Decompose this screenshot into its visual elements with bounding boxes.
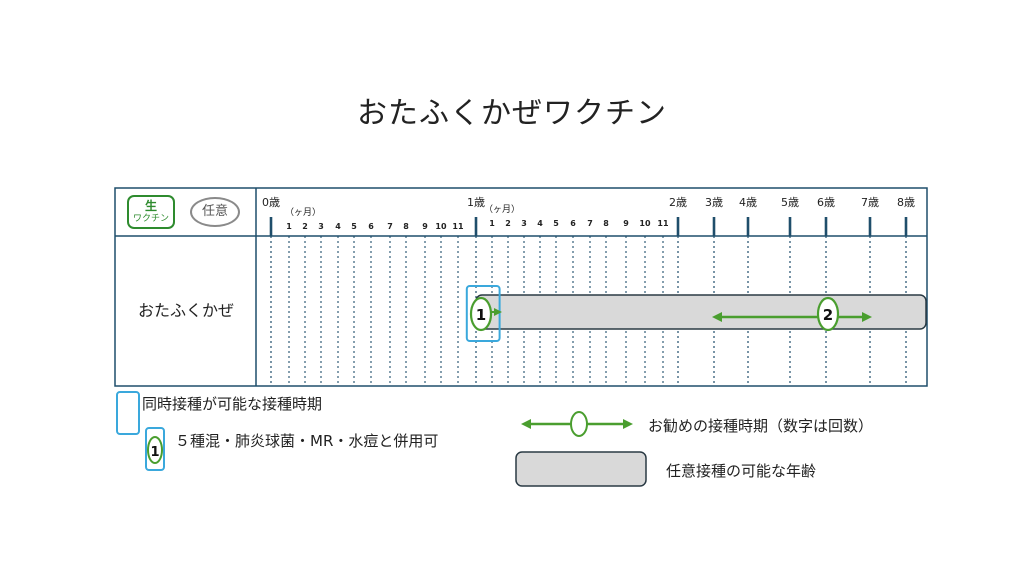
- row-label: おたふくかぜ: [138, 301, 234, 320]
- dose-marker: [816, 296, 840, 332]
- legend-simultaneous-swatch: [116, 391, 140, 435]
- recommended-arrow-head-left: [712, 312, 722, 322]
- optional-vaccine-badge: 任意: [190, 197, 240, 227]
- month-tick-label: 7: [587, 219, 593, 228]
- legend-optional-range-swatch: [515, 451, 647, 487]
- month-tick-label: 2: [302, 222, 308, 231]
- month-tick-label: 4: [537, 219, 543, 228]
- month-tick-label: 4: [335, 222, 341, 231]
- month-tick-label: 6: [368, 222, 374, 231]
- month-tick-label: 5: [351, 222, 357, 231]
- month-tick-label: 6: [570, 219, 576, 228]
- month-tick-label: 10: [639, 219, 651, 228]
- table-frame: [114, 187, 928, 387]
- month-tick-label: 3: [318, 222, 324, 231]
- month-tick-label: 9: [623, 219, 629, 228]
- legend-recommended-arrow-head-right: [623, 419, 633, 429]
- month-tick-label: 11: [452, 222, 464, 231]
- dose-label: 1: [476, 306, 486, 324]
- legend-recommended-text: お勧めの接種時期（数字は回数）: [648, 417, 874, 435]
- age-tick-label: 8歳: [897, 196, 915, 209]
- legend-simultaneous-text: 同時接種が可能な接種時期: [142, 395, 323, 413]
- live-badge-main: 生: [144, 199, 157, 213]
- month-tick-label: 8: [403, 222, 409, 231]
- age-tick-label: 4歳: [739, 196, 757, 209]
- month-tick-label: 8: [603, 219, 609, 228]
- month-unit-label: （ヶ月）: [285, 207, 321, 218]
- legend-combo-box: [145, 427, 165, 471]
- dose-marker: [469, 296, 493, 332]
- age-tick-label: 6歳: [817, 196, 835, 209]
- month-tick-label: 9: [422, 222, 428, 231]
- month-tick-label: 2: [505, 219, 511, 228]
- live-badge-sub: ワクチン: [132, 214, 169, 224]
- age-tick-label: 0歳: [262, 196, 280, 209]
- legend-recommended-arrow-head-left: [521, 419, 531, 429]
- age-tick-label: 2歳: [669, 196, 687, 209]
- optional-range-bar: [475, 294, 927, 330]
- age-tick-label: 3歳: [705, 196, 723, 209]
- live-vaccine-badge: 生 ワクチン: [127, 195, 175, 229]
- month-tick-label: 5: [553, 219, 559, 228]
- legend-optional-range-text: 任意接種の可能な年齢: [666, 462, 817, 480]
- month-tick-label: 1: [286, 222, 292, 231]
- dose1-arrow-head: [494, 308, 502, 316]
- age-tick-label: 1歳: [467, 196, 485, 209]
- page-title: おたふくかぜワクチン: [357, 96, 667, 131]
- month-tick-label: 1: [489, 219, 495, 228]
- legend-recommended-ellipse: [570, 411, 588, 437]
- simultaneous-box: [465, 285, 501, 342]
- recommended-arrow-head-right: [862, 312, 872, 322]
- month-tick-label: 3: [521, 219, 527, 228]
- dose-label: 2: [823, 306, 833, 324]
- month-tick-label: 10: [435, 222, 447, 231]
- legend-combo-marker: 1: [150, 445, 159, 460]
- month-tick-label: 11: [657, 219, 669, 228]
- age-tick-label: 5歳: [781, 196, 799, 209]
- legend-marks: 1: [116, 391, 647, 487]
- month-unit-label: （ヶ月）: [484, 204, 520, 215]
- frame-border: [114, 187, 928, 387]
- month-tick-label: 7: [387, 222, 393, 231]
- age-tick-label: 7歳: [861, 196, 879, 209]
- legend-combo-text: ５種混・肺炎球菌・MR・水痘と併用可: [175, 432, 439, 450]
- legend-combo-ellipse: [147, 436, 163, 464]
